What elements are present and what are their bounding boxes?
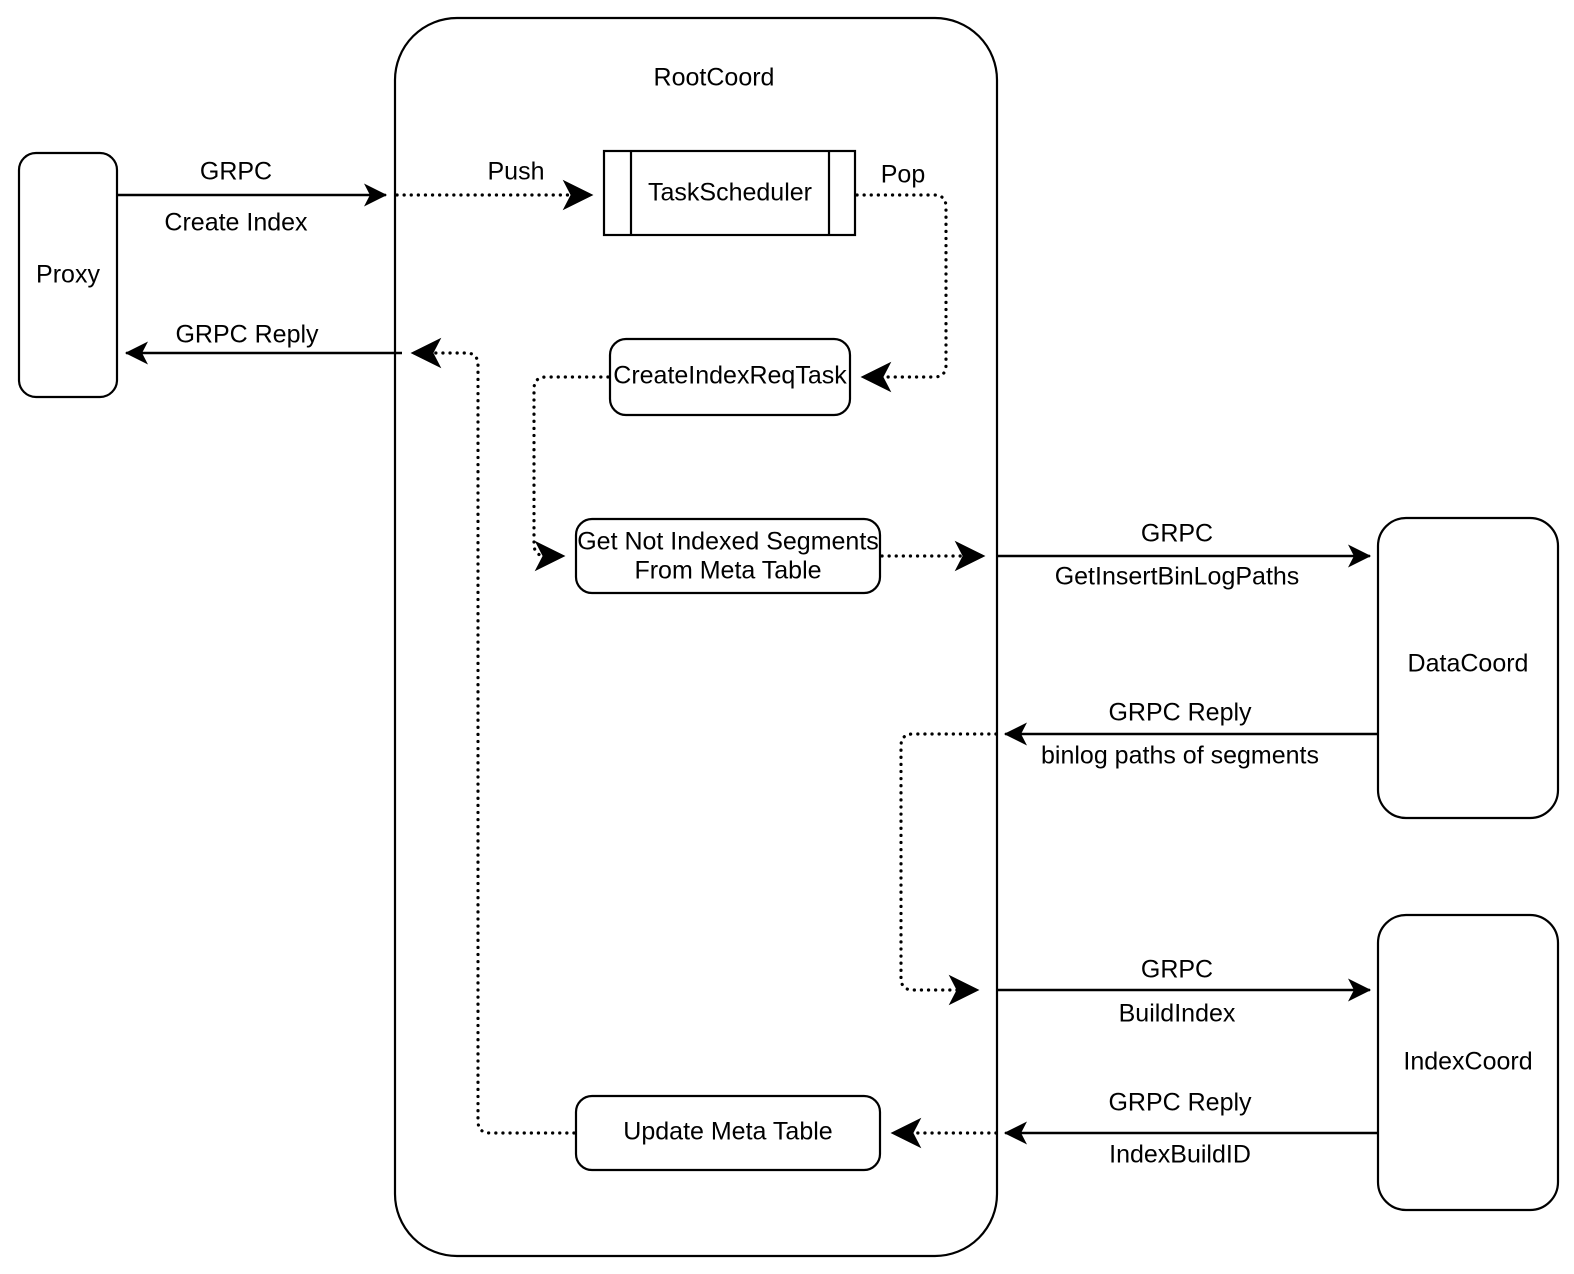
rootcoord-title: RootCoord — [654, 64, 775, 92]
edge-rootcoord-reply-to-proxy[interactable]: GRPC Reply — [124, 321, 402, 365]
node-update-meta-table[interactable]: Update Meta Table — [574, 1094, 882, 1172]
edge-datacoord-reply[interactable]: GRPC Reply binlog paths of segments — [1003, 699, 1377, 770]
edge-label-push: Push — [488, 158, 545, 186]
edge-label-grpc-getinsertbinlogpaths-bottom: GetInsertBinLogPaths — [1055, 563, 1300, 591]
node-create-index-req-task[interactable]: CreateIndexReqTask — [608, 337, 852, 417]
edge-label-grpc-create-index-bottom: Create Index — [164, 209, 308, 237]
edge-rootcoord-to-indexcoord[interactable]: GRPC BuildIndex — [997, 956, 1372, 1028]
node-index-coord[interactable]: IndexCoord — [1376, 913, 1560, 1212]
proxy-shape — [17, 151, 119, 399]
edge-label-datacoord-reply-bottom: binlog paths of segments — [1041, 742, 1319, 770]
node-rootcoord-container[interactable]: RootCoord — [393, 16, 999, 1258]
edge-label-grpc-buildindex-bottom: BuildIndex — [1119, 1000, 1236, 1028]
edge-proxy-to-rootcoord[interactable]: GRPC Create Index — [118, 158, 388, 237]
edge-label-pop: Pop — [881, 161, 925, 189]
edge-update-meta-table-to-reply[interactable] — [410, 337, 576, 1135]
node-task-scheduler[interactable]: TaskScheduler — [602, 149, 857, 237]
data-coord-label: DataCoord — [1408, 650, 1529, 678]
node-proxy[interactable]: Proxy — [17, 151, 119, 399]
edge-pop-to-create-index-req-task[interactable]: Pop — [855, 161, 948, 393]
task-scheduler-label: TaskScheduler — [648, 179, 812, 207]
index-coord-shape — [1376, 913, 1560, 1212]
edge-rootcoord-to-datacoord[interactable]: GRPC GetInsertBinLogPaths — [997, 520, 1372, 591]
edge-internal-binlog-to-buildindex[interactable] — [899, 732, 998, 1006]
create-index-req-task-shape — [608, 337, 852, 417]
get-not-indexed-segments-label-line1: Get Not Indexed Segments — [577, 528, 879, 556]
update-meta-table-shape — [574, 1094, 882, 1172]
get-not-indexed-segments-shape — [574, 517, 882, 595]
proxy-label: Proxy — [36, 261, 100, 289]
edge-label-grpc-getinsertbinlogpaths-top: GRPC — [1141, 520, 1213, 548]
node-data-coord[interactable]: DataCoord — [1376, 516, 1560, 820]
edge-push-to-task-scheduler[interactable]: Push — [395, 158, 594, 211]
edge-label-datacoord-reply-top: GRPC Reply — [1108, 699, 1252, 727]
edge-label-grpc-buildindex-top: GRPC — [1141, 956, 1213, 984]
create-index-req-task-label: CreateIndexReqTask — [613, 362, 847, 390]
rootcoord-container-shape — [393, 16, 999, 1258]
edge-internal-binlog-to-buildindex-line — [899, 732, 998, 1006]
edge-update-meta-table-to-reply-line — [410, 337, 576, 1135]
edge-label-grpc-create-index-top: GRPC — [200, 158, 272, 186]
get-not-indexed-segments-label-line2: From Meta Table — [634, 557, 821, 585]
data-coord-shape — [1376, 516, 1560, 820]
update-meta-table-label: Update Meta Table — [623, 1118, 832, 1146]
edge-pop-line — [855, 193, 948, 393]
edge-label-grpc-reply-proxy: GRPC Reply — [175, 321, 319, 349]
node-get-not-indexed-segments[interactable]: Get Not Indexed Segments From Meta Table — [574, 517, 882, 595]
task-scheduler-shape — [602, 149, 857, 237]
edge-indexcoord-reply[interactable]: GRPC Reply IndexBuildID — [1003, 1089, 1377, 1169]
edge-label-indexcoord-reply-top: GRPC Reply — [1108, 1089, 1252, 1117]
edge-label-indexcoord-reply-bottom: IndexBuildID — [1109, 1141, 1251, 1169]
index-coord-label: IndexCoord — [1403, 1048, 1532, 1076]
